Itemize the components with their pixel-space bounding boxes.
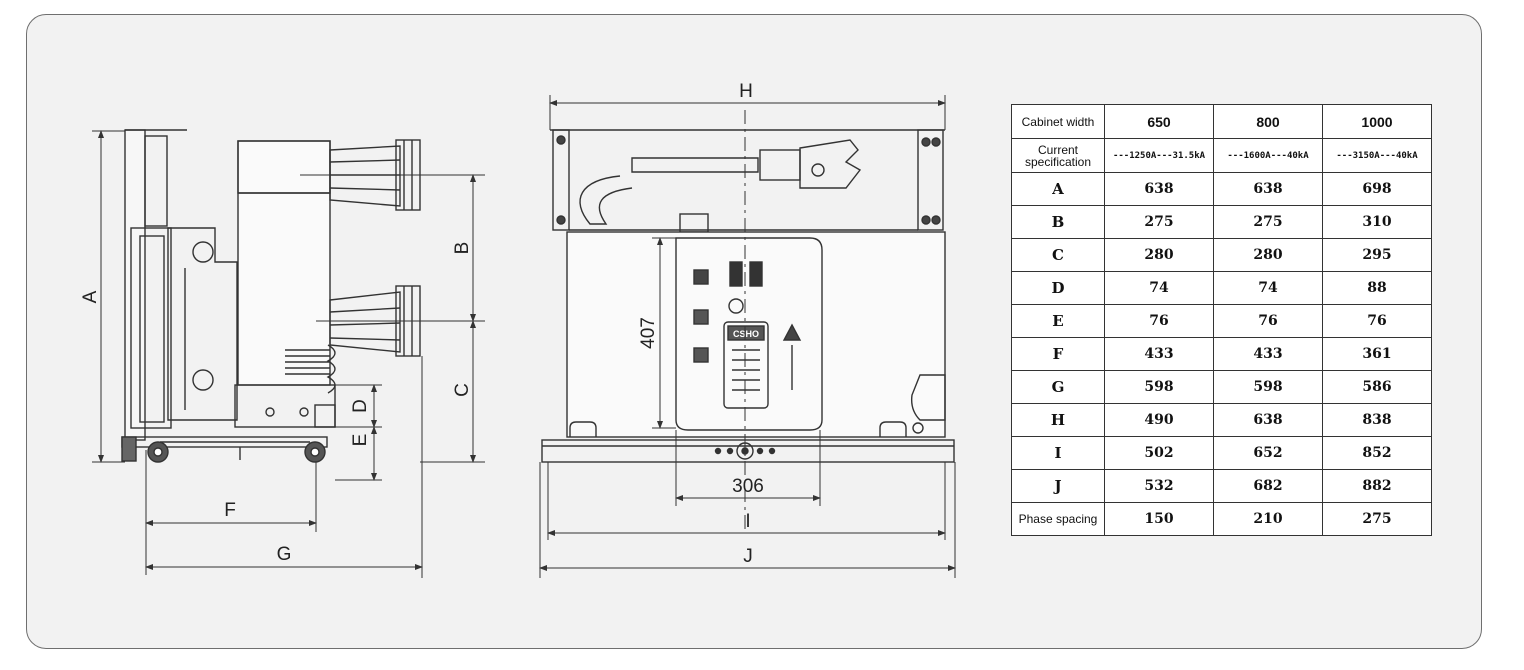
cell: 76 [1322,304,1432,338]
dim-label-i: I [745,511,750,532]
row-label: I [1011,436,1105,470]
table-row: A 638 638 698 [1011,172,1432,206]
dim-label-407: 407 [638,317,659,349]
cell: 698 [1322,172,1432,206]
spec-label-line1: Current [1037,142,1078,157]
table-row: H 490 638 838 [1011,403,1432,437]
cell: 598 [1213,370,1323,404]
front-view [541,129,955,463]
cell: 532 [1104,469,1214,503]
table-row: C 280 280 295 [1011,238,1432,272]
row-label: F [1011,337,1105,371]
cell: 310 [1322,205,1432,239]
cell: 76 [1104,304,1214,338]
cell: 150 [1104,502,1214,536]
row-label: A [1011,172,1105,206]
cell: 280 [1104,238,1214,272]
cell: 682 [1213,469,1323,503]
table-header-row: Cabinet width 650 800 1000 [1011,104,1432,139]
table-row: J 532 682 882 [1011,469,1432,503]
cell: 852 [1322,436,1432,470]
dim-label-g: G [277,544,292,565]
front-view-dimensions [539,95,956,578]
cell: 275 [1213,205,1323,239]
cell: 638 [1213,403,1323,437]
cell: 433 [1104,337,1214,371]
row-label: C [1011,238,1105,272]
cell: 210 [1213,502,1323,536]
spec-label-line2: specification [1024,154,1092,169]
side-view-dimensions [92,130,485,578]
table-footer-row: Phase spacing 150 210 275 [1011,502,1432,536]
panel-brand-text: CSHO [733,329,759,339]
header-1000: 1000 [1322,104,1432,139]
cell: 638 [1213,172,1323,206]
row-label: G [1011,370,1105,404]
cell: 433 [1213,337,1323,371]
row-label: H [1011,403,1105,437]
table-row: E 76 76 76 [1011,304,1432,338]
cell: 88 [1322,271,1432,305]
cell: 838 [1322,403,1432,437]
cell: 74 [1213,271,1323,305]
dim-label-a: A [80,290,101,303]
dim-label-f: F [224,500,236,521]
cell: 502 [1104,436,1214,470]
cell: 275 [1322,502,1432,536]
row-label: D [1011,271,1105,305]
cell: 652 [1213,436,1323,470]
cell: 882 [1322,469,1432,503]
cell: 638 [1104,172,1214,206]
dim-label-j: J [743,546,753,567]
spec-800: ---1600A---40kA [1213,138,1323,173]
footer-label: Phase spacing [1011,502,1105,536]
table-row: G 598 598 586 [1011,370,1432,404]
dim-label-306: 306 [732,476,764,497]
row-label: J [1011,469,1105,503]
spec-650: ---1250A---31.5kA [1104,138,1214,173]
table-row: F 433 433 361 [1011,337,1432,371]
cell: 361 [1322,337,1432,371]
cell: 490 [1104,403,1214,437]
cell: 74 [1104,271,1214,305]
dim-label-h: H [739,81,753,102]
header-650: 650 [1104,104,1214,139]
cell: 586 [1322,370,1432,404]
dim-label-b: B [452,242,473,255]
dim-label-e: E [350,434,371,447]
cell: 295 [1322,238,1432,272]
dim-label-c: C [452,383,473,397]
cell: 76 [1213,304,1323,338]
spec-1000: ---3150A---40kA [1322,138,1432,173]
table-row: B 275 275 310 [1011,205,1432,239]
dim-label-d: D [350,399,371,413]
row-label: E [1011,304,1105,338]
header-label: Cabinet width [1011,104,1105,139]
header-800: 800 [1213,104,1323,139]
side-view [121,129,485,463]
table-row: I 502 652 852 [1011,436,1432,470]
cell: 598 [1104,370,1214,404]
table-row: D 74 74 88 [1011,271,1432,305]
row-label: B [1011,205,1105,239]
cell: 275 [1104,205,1214,239]
cell: 280 [1213,238,1323,272]
